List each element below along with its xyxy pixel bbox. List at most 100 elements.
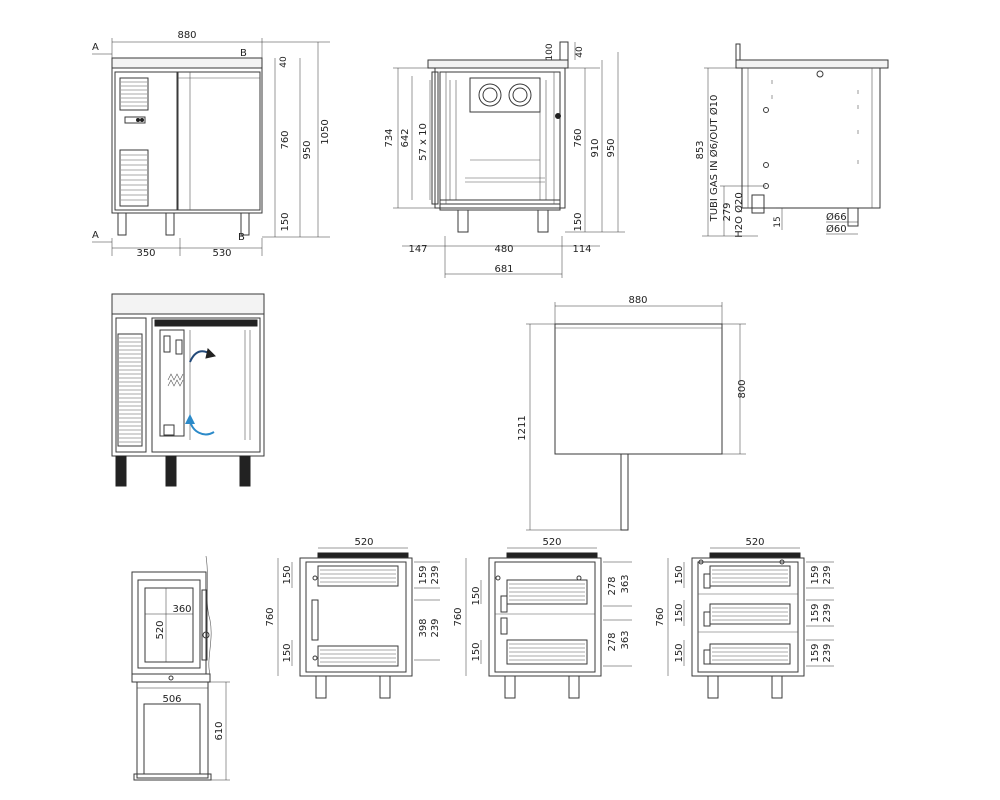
cabinet-body: [741, 67, 881, 209]
dim-520: 520: [745, 537, 764, 548]
leg: [117, 212, 127, 236]
dim-150: 150: [280, 212, 291, 231]
dim-159b: 159: [810, 603, 821, 622]
dim-239b: 239: [822, 603, 833, 622]
drawer-grille: [317, 645, 399, 667]
plan-view: 880 800 1211: [517, 295, 748, 531]
worktop: [111, 57, 263, 69]
dim-239c: 239: [822, 643, 833, 662]
leg: [165, 455, 177, 487]
dim-150b: 150: [282, 643, 293, 662]
leg: [239, 455, 251, 487]
dim-760: 760: [453, 607, 464, 626]
drawer-config-1: 520 760 150 150 159 239 398 239: [265, 537, 441, 699]
section-mark-a-top: A: [92, 42, 99, 53]
dim-239: 239: [430, 565, 441, 584]
lower-vent-grille: [119, 149, 149, 207]
dim-610: 610: [214, 721, 225, 740]
gas-pipes-label: TUBI GAS IN Ø6/OUT Ø10: [708, 95, 720, 223]
dim-159: 159: [418, 565, 429, 584]
dim-363a: 363: [620, 574, 631, 593]
dim-363b: 363: [620, 630, 631, 649]
dim-506: 506: [162, 694, 181, 705]
dim-150: 150: [573, 212, 584, 231]
drawer-grille: [709, 603, 791, 625]
dim-278b: 278: [607, 632, 618, 651]
door-open: [620, 453, 629, 531]
dim-760: 760: [573, 128, 584, 147]
dim-734: 734: [384, 128, 395, 147]
dim-rails: 57 x 10: [418, 123, 429, 161]
dim-279: 279: [722, 202, 733, 221]
dim-100: 100: [545, 43, 555, 60]
dim-66: Ø66: [826, 211, 847, 223]
section-mark-b-top: B: [240, 48, 247, 59]
dim-950: 950: [302, 140, 313, 159]
stand: [136, 681, 209, 779]
dim-530: 530: [212, 248, 231, 259]
dim-278a: 278: [607, 576, 618, 595]
dim-642: 642: [400, 128, 411, 147]
drawer-grille: [317, 565, 399, 587]
front-open-view: 734 642 57 x 10 100 40 760 150 910 950 1…: [384, 41, 625, 278]
dim-114: 114: [572, 244, 591, 255]
dim-147: 147: [408, 244, 427, 255]
dim-150a: 150: [674, 565, 685, 584]
worktop: [735, 59, 889, 69]
dim-159c: 159: [810, 643, 821, 662]
leg: [315, 675, 327, 699]
leg: [240, 212, 250, 236]
worktop: [111, 293, 265, 315]
drawer-grille: [506, 639, 588, 665]
cabinet-body: [488, 557, 602, 677]
leg: [504, 675, 516, 699]
dim-950: 950: [606, 138, 617, 157]
dim-398: 398: [418, 618, 429, 637]
leg: [537, 209, 549, 233]
dim-360: 360: [172, 604, 191, 615]
dim-159a: 159: [810, 565, 821, 584]
leg: [115, 455, 127, 487]
dim-800: 800: [737, 379, 748, 398]
drawer-grille: [709, 643, 791, 665]
leg: [847, 207, 859, 227]
dim-520: 520: [155, 620, 166, 639]
side-view: 853 TUBI GAS IN Ø6/OUT Ø10 279 H2O Ø20 1…: [695, 43, 889, 238]
cabinet-footprint: [554, 323, 723, 455]
dim-760: 760: [265, 607, 276, 626]
dim-150a: 150: [282, 565, 293, 584]
leg: [457, 209, 469, 233]
dim-239a: 239: [822, 565, 833, 584]
leg: [707, 675, 719, 699]
dim-150b: 150: [674, 603, 685, 622]
upper-vent-grille: [119, 77, 149, 111]
interior-detail-view: 360 520 506 610: [131, 555, 230, 781]
dim-15: 15: [773, 216, 783, 227]
dim-681: 681: [494, 264, 513, 275]
dim-40: 40: [575, 46, 585, 58]
dim-520: 520: [354, 537, 373, 548]
dim-480: 480: [494, 244, 513, 255]
drawer-config-2: 520 760 150 150 278 363 278 363: [453, 537, 632, 699]
condenser-grille: [117, 333, 143, 447]
drawer-config-3: 520 760 150 150 150 159: [655, 537, 834, 699]
dim-910: 910: [590, 138, 601, 157]
cabinet-interior-outline: [131, 571, 207, 675]
dim-60: Ø60: [826, 223, 847, 235]
leg: [165, 212, 175, 236]
control-panel: [124, 116, 146, 124]
dim-760: 760: [280, 130, 291, 149]
leg: [379, 675, 391, 699]
evaporator-unit: [469, 77, 541, 113]
dim-1211: 1211: [517, 415, 528, 440]
dim-1050: 1050: [320, 119, 331, 144]
drawer-grille: [506, 579, 588, 605]
dim-520: 520: [542, 537, 561, 548]
backsplash: [559, 41, 569, 61]
cabinet-body: [299, 557, 413, 677]
cabinet-body: [434, 67, 566, 209]
h2o-label: H2O Ø20: [733, 192, 745, 238]
dim-239b: 239: [430, 618, 441, 637]
cabinet-body: [691, 557, 805, 677]
